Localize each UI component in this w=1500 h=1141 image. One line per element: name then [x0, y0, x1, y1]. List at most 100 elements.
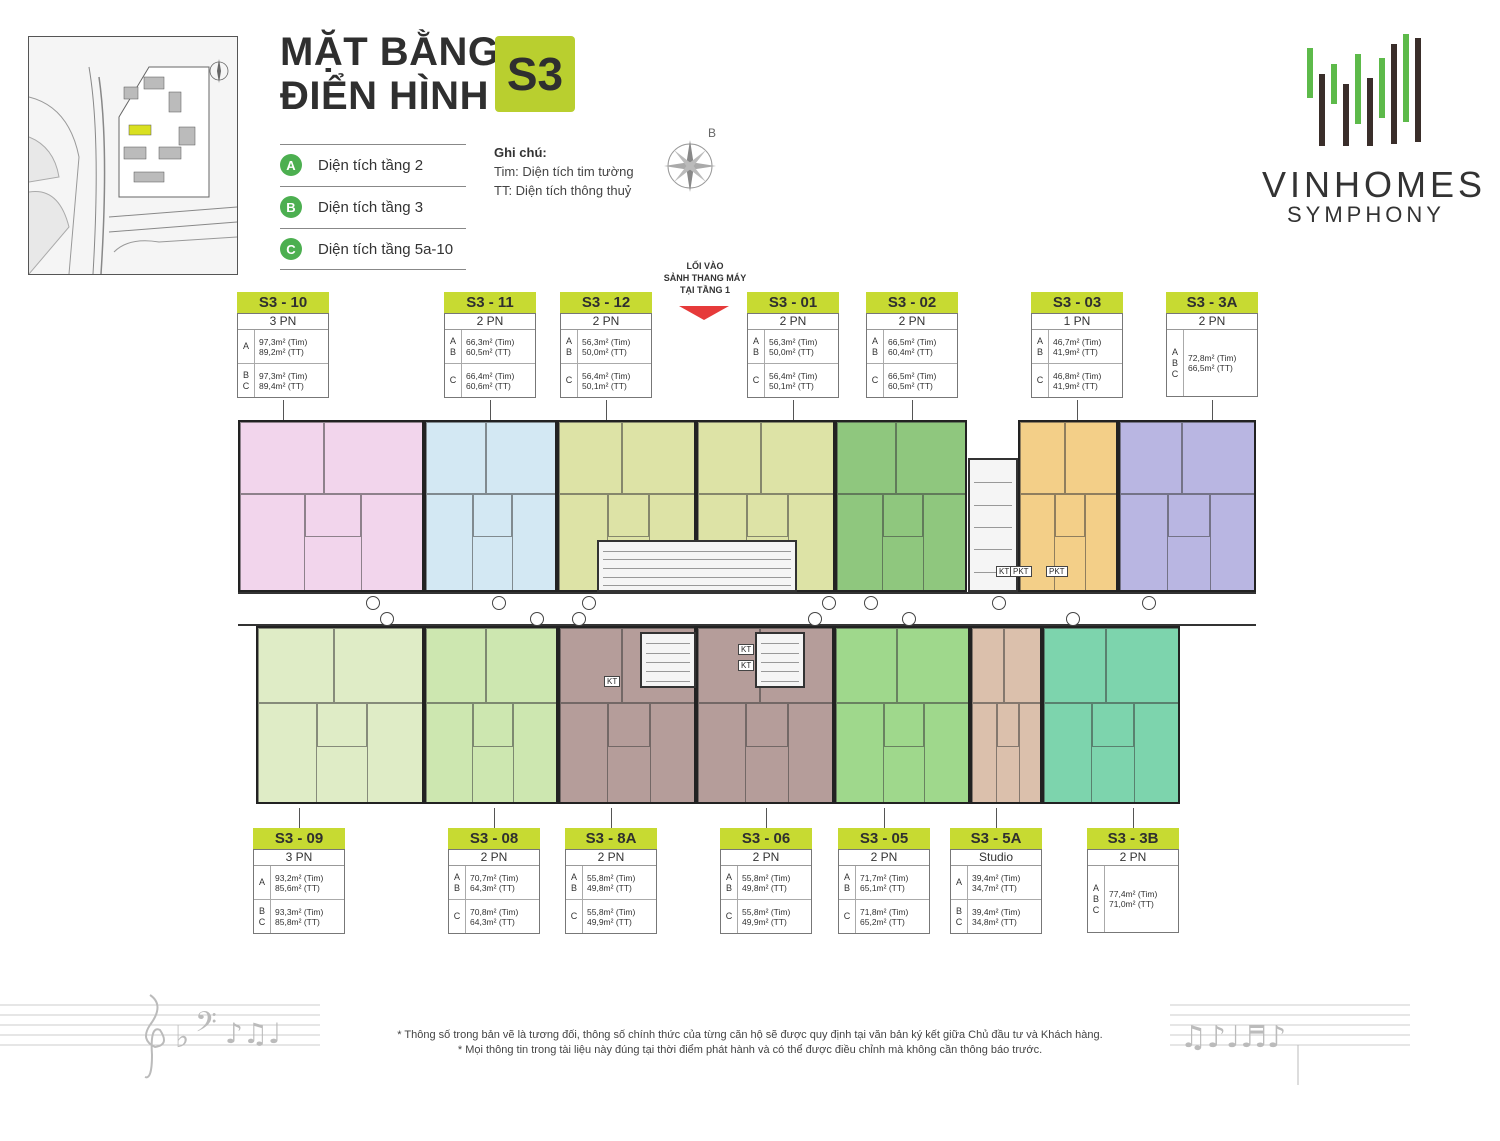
section-marker-icon	[380, 612, 394, 626]
svg-text:♪♫♩: ♪♫♩	[225, 1017, 281, 1050]
room	[258, 628, 334, 703]
area-row-keys: A B	[1032, 330, 1049, 363]
room	[1065, 422, 1116, 495]
unit-code: S3 - 3B	[1087, 828, 1179, 849]
corridor	[238, 592, 1256, 626]
legend-label-a: Diện tích tầng 2	[318, 156, 424, 174]
unit-rooms: 2 PN	[839, 850, 929, 866]
room	[426, 494, 473, 590]
area-row-keys: A B	[867, 330, 884, 363]
plan-unit-s3-3b	[1042, 626, 1180, 804]
unit-code: S3 - 03	[1031, 292, 1123, 313]
area-tt: 89,4m² (TT)	[259, 380, 304, 391]
section-marker-icon	[572, 612, 586, 626]
plan-unit-s3-03	[1018, 420, 1118, 592]
area-tt: 49,8m² (TT)	[742, 882, 787, 893]
card-connector-line	[1077, 400, 1078, 420]
area-tim: 97,3m² (Tim)	[259, 336, 308, 347]
room	[1055, 494, 1085, 538]
room	[367, 702, 422, 802]
brand-name: VINHOMES	[1262, 164, 1487, 205]
area-tim: 66,5m² (Tim)	[888, 370, 937, 381]
unit-rooms: 2 PN	[561, 314, 651, 330]
kt-label: KT	[738, 644, 755, 655]
title-line-1: MẶT BẰNG	[280, 30, 500, 74]
area-tim: 70,7m² (Tim)	[470, 872, 519, 883]
room	[836, 628, 898, 703]
area-tim: 39,4m² (Tim)	[972, 872, 1021, 883]
area-tt: 49,8m² (TT)	[587, 882, 632, 893]
room	[258, 702, 317, 802]
section-marker-icon	[992, 596, 1006, 610]
area-tt: 41,9m² (TT)	[1053, 346, 1098, 357]
area-tim: 55,8m² (Tim)	[742, 906, 791, 917]
svg-text:𝄢: 𝄢	[195, 1006, 217, 1046]
area-tim: 71,7m² (Tim)	[860, 872, 909, 883]
room	[1004, 628, 1040, 703]
room	[1120, 422, 1183, 495]
area-row-keys: C	[839, 900, 856, 933]
area-tim: 66,3m² (Tim)	[466, 336, 515, 347]
area-row-keys: C	[449, 900, 466, 933]
plan-unit-s3-10	[238, 420, 424, 592]
room	[922, 494, 965, 590]
area-row-keys: B C	[951, 900, 968, 933]
music-staff-right-icon: ♫♪♩♬♪	[1170, 985, 1410, 1085]
area-tim: 72,8m² (Tim)	[1188, 353, 1237, 363]
unit-code: S3 - 12	[560, 292, 652, 313]
entrance-line-1: LỐI VÀO	[686, 261, 724, 271]
entrance-line-2: SẢNH THANG MÁY	[663, 273, 747, 283]
room	[608, 702, 650, 748]
area-row-keys: A	[254, 866, 271, 899]
plan-unit-s3-5a	[970, 626, 1042, 804]
room	[472, 494, 513, 538]
unit-code: S3 - 11	[444, 292, 536, 313]
room	[1018, 702, 1040, 802]
area-tt: 50,1m² (TT)	[582, 380, 627, 391]
card-connector-line	[490, 400, 491, 420]
area-row-keys: A	[951, 866, 968, 899]
pkt-label: PKT	[1046, 566, 1068, 577]
section-marker-icon	[822, 596, 836, 610]
area-tim: 55,8m² (Tim)	[587, 872, 636, 883]
area-row-keys: A B C	[1167, 330, 1184, 396]
area-tt: 89,2m² (TT)	[259, 346, 304, 357]
unit-code: S3 - 09	[253, 828, 345, 849]
area-row-keys: A B	[445, 330, 462, 363]
area-tt: 85,8m² (TT)	[275, 916, 320, 927]
room	[883, 702, 925, 748]
card-connector-line	[494, 808, 495, 828]
stair-core-left	[640, 632, 696, 688]
compass-label: B	[708, 126, 717, 140]
room	[997, 702, 1019, 748]
room	[698, 422, 761, 495]
room	[560, 702, 609, 802]
unit-code: S3 - 02	[866, 292, 958, 313]
area-tt: 34,7m² (TT)	[972, 882, 1017, 893]
room	[1120, 494, 1169, 590]
area-tim: 93,3m² (Tim)	[275, 906, 324, 917]
room	[972, 628, 1005, 703]
unit-rooms: 2 PN	[445, 314, 535, 330]
area-row-keys: A B	[449, 866, 466, 899]
room	[924, 702, 968, 802]
area-tim: 46,7m² (Tim)	[1053, 336, 1102, 347]
plan-unit-s3-3a	[1118, 420, 1256, 592]
area-tt: 49,9m² (TT)	[587, 916, 632, 927]
area-tt: 49,9m² (TT)	[742, 916, 787, 927]
area-tt: 85,6m² (TT)	[275, 882, 320, 893]
room	[426, 422, 486, 495]
room	[746, 494, 789, 538]
card-connector-line	[299, 808, 300, 828]
area-tim: 93,2m² (Tim)	[275, 872, 324, 883]
area-row-keys: C	[1032, 364, 1049, 397]
section-marker-icon	[366, 596, 380, 610]
